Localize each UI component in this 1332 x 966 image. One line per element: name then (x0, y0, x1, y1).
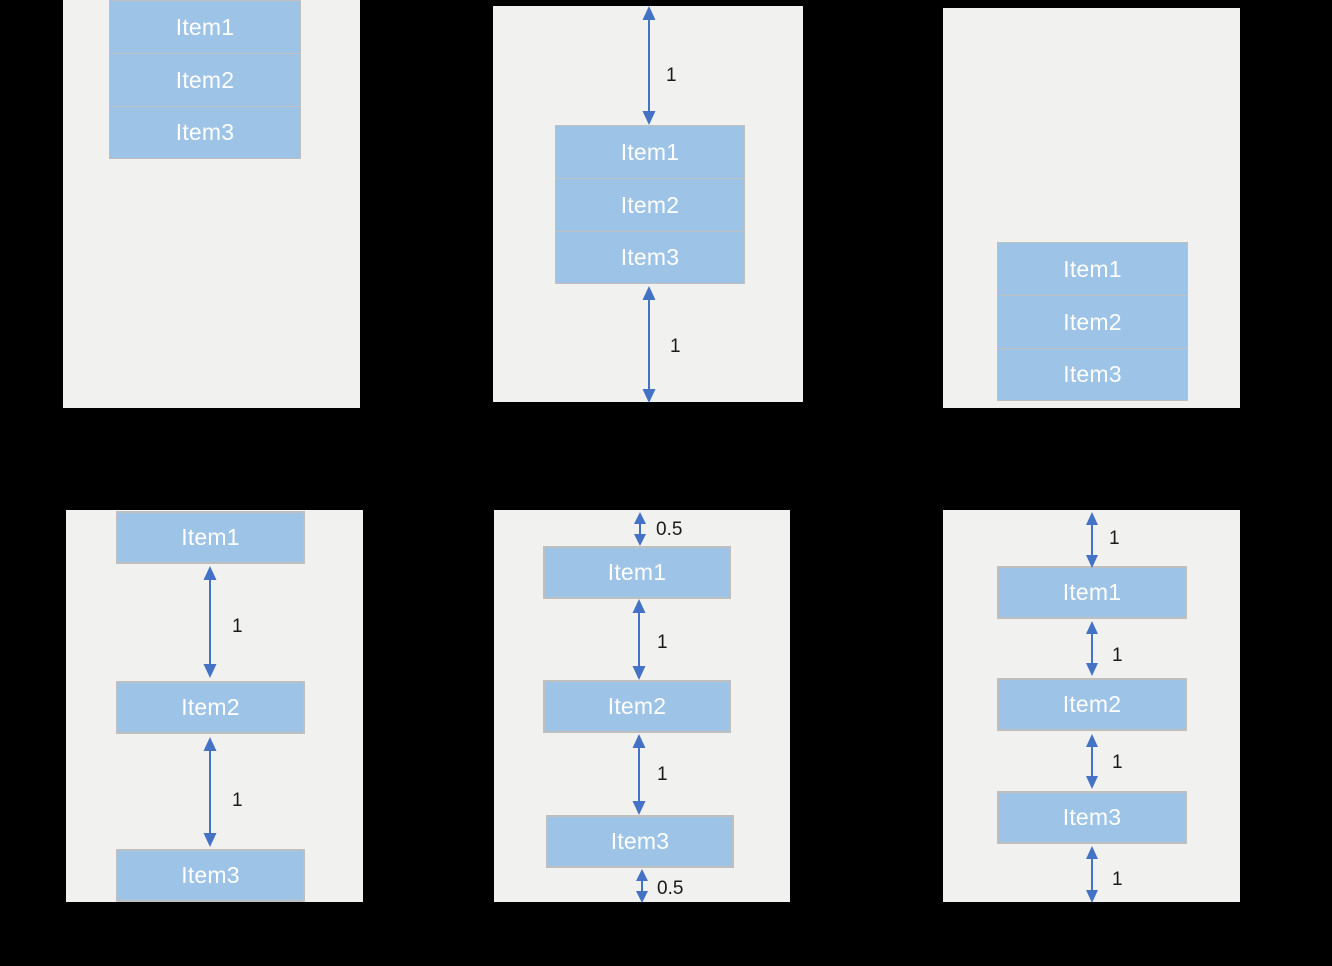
dimension-label: 1 (657, 632, 668, 653)
dimension-label: 1 (1109, 528, 1120, 549)
dimension-label: 0.5 (656, 519, 683, 540)
item-box: Item1 (997, 242, 1188, 295)
dimension-label: 1 (1112, 869, 1123, 890)
item-box: Item1 (997, 566, 1187, 619)
item-stack-center: Item1 Item2 Item3 (555, 125, 745, 284)
dimension-arrow-gap1 (202, 566, 218, 678)
dimension-arrow-bottom (634, 869, 650, 903)
dimension-arrow-top (1084, 512, 1100, 568)
item-box: Item3 (997, 791, 1187, 844)
item-box: Item2 (109, 53, 301, 106)
item-box: Item1 (555, 125, 745, 178)
dimension-arrow-gap1 (1084, 621, 1100, 676)
item-box: Item1 (109, 0, 301, 53)
item-box: Item2 (997, 295, 1188, 348)
dimension-label: 1 (1112, 645, 1123, 666)
item-box: Item3 (555, 231, 745, 284)
item-box: Item1 (543, 546, 731, 599)
item-box: Item2 (555, 178, 745, 231)
item-box: Item3 (997, 348, 1188, 401)
dimension-arrow-gap2 (202, 737, 218, 847)
dimension-arrow-bottom (641, 286, 657, 403)
dimension-arrow-bottom (1084, 846, 1100, 903)
dimension-label: 1 (666, 65, 677, 86)
dimension-arrow-gap2 (1084, 734, 1100, 789)
item-box: Item2 (543, 680, 731, 733)
dimension-label: 0.5 (657, 878, 684, 899)
item-box: Item3 (116, 849, 305, 902)
dimension-arrow-top (632, 512, 648, 546)
item-box: Item2 (116, 681, 305, 734)
dimension-label: 1 (670, 336, 681, 357)
dimension-label: 1 (232, 790, 243, 811)
item-stack-flex-start: Item1 Item2 Item3 (109, 0, 301, 159)
item-stack-flex-end: Item1 Item2 Item3 (997, 242, 1188, 401)
dimension-label: 1 (1112, 752, 1123, 773)
dimension-label: 1 (657, 764, 668, 785)
item-box: Item3 (109, 106, 301, 159)
dimension-label: 1 (232, 616, 243, 637)
item-box: Item2 (997, 678, 1187, 731)
dimension-arrow-gap2 (631, 734, 647, 815)
dimension-arrow-top (641, 6, 657, 125)
item-box: Item1 (116, 511, 305, 564)
dimension-arrow-gap1 (631, 599, 647, 680)
item-box: Item3 (546, 815, 734, 868)
